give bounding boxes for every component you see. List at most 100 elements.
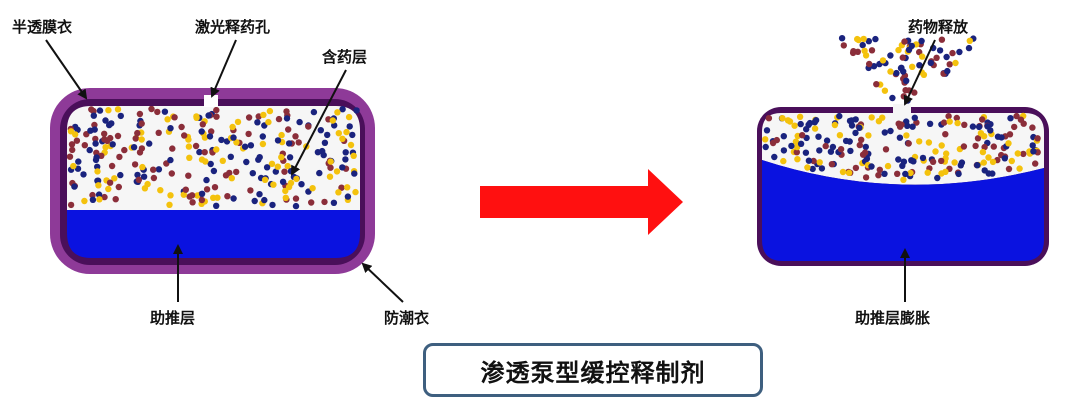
drug-particle [102, 144, 109, 151]
drug-particle [261, 176, 269, 183]
drug-particle [230, 195, 237, 202]
drug-particle [879, 57, 887, 64]
drug-particle [219, 157, 226, 164]
drug-particle [287, 179, 295, 187]
drug-particle [91, 121, 98, 129]
drug-particle [956, 48, 963, 56]
drug-particle [862, 143, 869, 151]
drug-particle [185, 136, 192, 143]
drug-particle [188, 192, 196, 199]
drug-particle [86, 146, 93, 154]
drug-particle [233, 168, 240, 176]
drug-particle [308, 199, 315, 206]
drug-particle [150, 174, 158, 182]
drug-particle [881, 170, 888, 177]
drug-particles-left [67, 106, 360, 210]
drug-particle [330, 199, 338, 206]
drug-particle [896, 134, 904, 141]
drug-particle [876, 166, 883, 173]
drug-layer-after [762, 113, 1044, 190]
drug-particle [838, 35, 846, 42]
drug-particle [283, 115, 291, 122]
drug-particle [829, 143, 837, 151]
drug-particle [136, 110, 144, 118]
drug-particle [208, 128, 215, 135]
drug-particle [111, 175, 118, 182]
drug-particle [823, 137, 831, 144]
drug-particle [811, 125, 819, 132]
drug-particle [255, 156, 262, 163]
drug-particle [326, 173, 334, 180]
drug-particle [324, 131, 331, 139]
drug-particle [799, 132, 806, 139]
drug-particle [903, 77, 910, 85]
drug-particle [265, 118, 272, 126]
drug-particle [89, 196, 97, 203]
drug-particle [130, 144, 138, 151]
drug-particle [786, 118, 794, 125]
drug-particle [233, 139, 240, 146]
drug-particle [93, 149, 100, 156]
drug-particle [806, 119, 814, 127]
drug-particle [292, 202, 300, 210]
drug-particle [198, 190, 206, 197]
drug-particle [981, 143, 988, 151]
drug-particle [810, 157, 817, 165]
tablet-before [50, 88, 375, 274]
drug-particle [259, 140, 267, 148]
drug-particle [889, 94, 896, 102]
drug-particle [860, 35, 867, 43]
drug-particle [998, 134, 1005, 141]
drug-particle [138, 136, 145, 143]
drug-particle [818, 165, 826, 172]
drug-particle [269, 201, 276, 209]
drug-particle [92, 140, 99, 147]
drug-particle [101, 130, 108, 137]
drug-particle [335, 189, 342, 196]
drug-particle [94, 163, 101, 170]
drug-particle [822, 142, 829, 150]
drug-particle [227, 153, 234, 160]
drug-particle [339, 106, 346, 113]
drug-particle [334, 109, 341, 116]
drug-particle [263, 164, 271, 171]
drug-particle [836, 112, 843, 120]
drug-particle [854, 35, 861, 43]
pointer-laser-drug-hole [210, 39, 237, 98]
drug-particle [80, 171, 87, 178]
drug-particles-right [762, 112, 1041, 183]
pointer-drug-release [903, 39, 936, 106]
drug-particle [198, 196, 206, 204]
drug-particle [955, 170, 962, 178]
drug-particle [198, 128, 205, 135]
drug-particle [965, 44, 973, 52]
drug-particle [882, 146, 890, 153]
drug-particle [954, 119, 961, 127]
drug-particle [1029, 124, 1036, 131]
drug-particle [344, 184, 351, 191]
drug-particle [148, 106, 155, 113]
drug-particle [919, 154, 927, 162]
drug-particle [251, 197, 258, 205]
drug-particle [793, 149, 800, 156]
drug-particle [270, 181, 277, 188]
drug-particle [974, 162, 981, 169]
drug-particle [872, 35, 879, 43]
drug-particle [887, 127, 894, 135]
drug-particle [186, 154, 193, 161]
drug-particle [1001, 155, 1008, 162]
drug-particle [245, 130, 252, 138]
drug-particle [193, 113, 200, 120]
drug-particle [155, 129, 162, 136]
drug-particle [977, 130, 985, 137]
drug-particle [949, 49, 956, 57]
drug-particle [938, 142, 945, 149]
drug-particle [848, 122, 856, 129]
drug-particle [909, 123, 916, 130]
drug-particle [166, 201, 173, 208]
drug-particle [911, 89, 918, 96]
drug-particle [989, 158, 997, 166]
drug-particle [1030, 148, 1037, 155]
drug-particle [316, 169, 323, 177]
drug-particle [115, 183, 123, 191]
